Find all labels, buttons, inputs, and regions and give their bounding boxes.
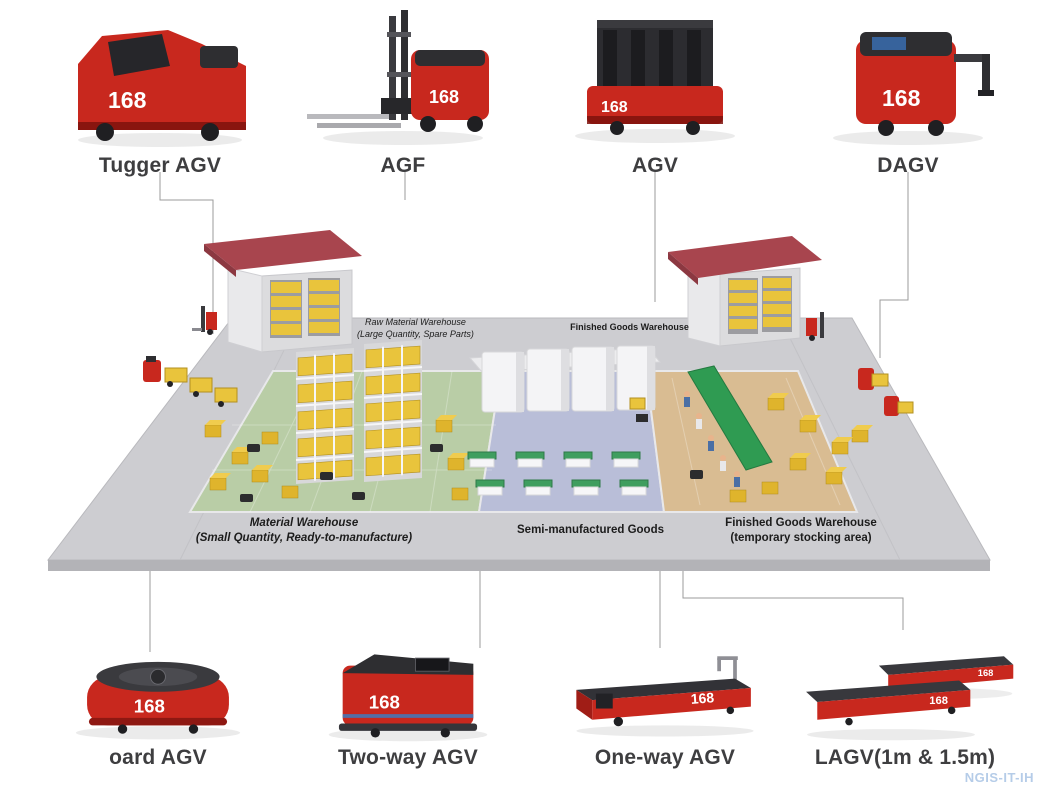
dagv-image: 168 [833, 32, 994, 145]
logo-168: 168 [690, 689, 715, 707]
zone-label-finished-goods: Finished Goods Warehouse [552, 322, 707, 332]
logo-168: 168 [369, 692, 400, 713]
logo-168: 168 [929, 695, 948, 707]
tugger-train [143, 356, 238, 407]
card-tugger-agv: 168 Tugger AGV [50, 2, 270, 178]
right-building-racks [728, 276, 792, 334]
label-one-way-agv: One-way AGV [594, 746, 736, 769]
lagv-image: 168 168 [806, 656, 1014, 741]
production-machines [468, 345, 662, 422]
right-building-roof [668, 236, 822, 278]
left-forklift [192, 306, 217, 335]
card-one-way-agv: 168 One-way AGV [545, 632, 785, 770]
card-board-agv: 168 oard AGV [38, 632, 278, 770]
small-agvs [240, 444, 443, 502]
label-lagv: LAGV(1m & 1.5m) [814, 746, 996, 769]
right-forklift [806, 312, 824, 341]
card-lagv: 168 168 LAGV(1m & 1.5m) [785, 632, 1025, 770]
logo-168: 168 [108, 87, 147, 113]
agv-image: 168 [575, 20, 735, 143]
material-zone-pallets [204, 415, 469, 502]
zone-label-line: Material Warehouse [249, 517, 359, 529]
connector-dagv [879, 172, 909, 358]
zone-label-line: (Large Quantity, Spare Parts) [357, 329, 474, 340]
zone-label-raw-material: Raw Material Warehouse (Large Quantity, … [328, 316, 503, 340]
raw-material-warehouse-building [192, 230, 362, 353]
label-dagv: DAGV [877, 154, 939, 177]
zone-label-line: Semi-manufactured Goods [517, 524, 664, 536]
left-building-roof [204, 230, 362, 270]
finished-zone-pallets [729, 393, 873, 503]
zone-label-material-warehouse: Material Warehouse (Small Quantity, Read… [168, 516, 440, 546]
finished-goods-warehouse-building [668, 236, 824, 347]
zone-label-line: Finished Goods Warehouse [570, 322, 689, 332]
agf-image: 168 [307, 10, 489, 145]
logo-168: 168 [601, 99, 628, 116]
conveyor-line [684, 365, 773, 487]
workers [684, 391, 740, 487]
material-racks [296, 339, 422, 484]
zone-label-line: Finished Goods Warehouse [725, 517, 877, 529]
zone-label-finished-temp: Finished Goods Warehouse (temporary stoc… [706, 516, 896, 546]
one-way-agv-image: 168 [576, 656, 754, 737]
connector-lagv [682, 570, 904, 630]
board-agv-image: 168 [75, 661, 241, 740]
left-building-racks [270, 278, 340, 338]
label-agf: AGF [380, 154, 426, 177]
card-agv: 168 AGV [545, 2, 765, 178]
label-board-agv: oard AGV [109, 746, 207, 769]
card-two-way-agv: 168 Two-way AGV [288, 632, 528, 770]
label-agv: AGV [631, 154, 679, 177]
zone-label-line: (Small Quantity, Ready-to-manufacture) [195, 531, 413, 544]
zone-label-line: Raw Material Warehouse [365, 317, 466, 327]
logo-168: 168 [134, 695, 165, 716]
right-pallet-trucks [858, 368, 914, 416]
tugger-agv-image: 168 [78, 30, 246, 147]
assembly-tables [467, 451, 703, 496]
card-agf: 168 AGF [293, 2, 513, 178]
logo-168: 168 [429, 87, 459, 107]
label-two-way-agv: Two-way AGV [338, 746, 478, 769]
zone-label-semi-manufactured: Semi-manufactured Goods [503, 524, 678, 536]
zone-label-line: (temporary stocking area) [730, 531, 872, 544]
two-way-agv-image: 168 [328, 654, 488, 742]
card-dagv: 168 DAGV [798, 2, 1018, 178]
label-tugger-agv: Tugger AGV [98, 154, 222, 177]
watermark: NGIS-IT-IH [964, 770, 1034, 785]
connector-tugger [159, 172, 214, 334]
logo-168: 168 [978, 668, 994, 678]
logo-168: 168 [882, 85, 921, 111]
